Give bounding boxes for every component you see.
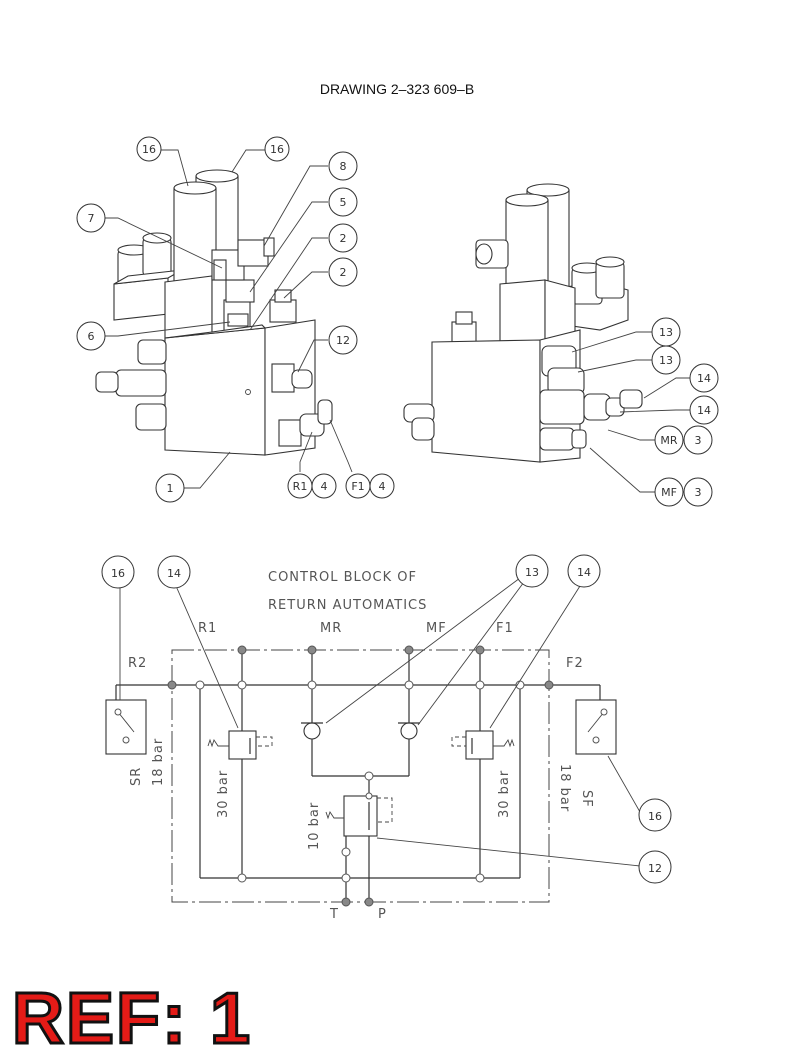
- schematic-callout-12-label: 12: [648, 862, 662, 875]
- left-isometric-view: [95, 169, 333, 456]
- callout-14-a-label: 14: [697, 372, 711, 385]
- callout-MF: [654, 477, 684, 507]
- schematic-callout-14-right-label: 14: [577, 566, 591, 579]
- callout-7-label: 7: [88, 212, 95, 225]
- port-R1-label: R1: [198, 621, 217, 636]
- port-R2-label: R2: [128, 656, 147, 671]
- callout-12-label: 12: [336, 334, 350, 347]
- callout-2-a-label: 2: [340, 232, 347, 245]
- callout-12: [328, 325, 358, 355]
- callout-7: [76, 203, 106, 233]
- callout-14-b-label: 14: [697, 404, 711, 417]
- pressure-30-bar-right: 30 bar: [497, 770, 512, 818]
- callout-2-b-label: 2: [340, 266, 347, 279]
- port-F2-label: F2: [566, 656, 584, 671]
- pressure-10-bar: 10 bar: [307, 802, 322, 850]
- callout-4-b-label: 4: [379, 480, 386, 493]
- right-callouts: 13 13 14 14 MR 3 MF 3: [651, 317, 719, 507]
- callout-4-b: [369, 473, 395, 499]
- callout-2-b: [328, 257, 358, 287]
- callout-3-a: [683, 425, 713, 455]
- pressure-18-bar-left: 18 bar: [151, 738, 166, 786]
- callout-1: [155, 473, 185, 503]
- callout-R1-label: R1: [293, 480, 308, 493]
- callout-8-label: 8: [340, 160, 347, 173]
- callout-MF-label: MF: [661, 486, 677, 499]
- schematic-callout-16-right-label: 16: [648, 810, 662, 823]
- callout-5: [328, 187, 358, 217]
- page-title: DRAWING 2–323 609–B: [319, 81, 475, 97]
- callout-16-b: [264, 136, 290, 162]
- callout-MR: [654, 425, 684, 455]
- port-T-label: T: [329, 907, 339, 922]
- schematic-callout-16-left-label: 16: [111, 567, 125, 580]
- schematic-callout-16-right: [638, 798, 672, 832]
- callout-14-b: [689, 395, 719, 425]
- callout-3-b: [683, 477, 713, 507]
- callout-13-a-label: 13: [659, 326, 673, 339]
- left-leader-lines: [102, 149, 353, 489]
- schematic-title-line1: CONTROL BLOCK OF: [268, 570, 417, 585]
- label-SF: SF: [579, 790, 594, 808]
- schematic-callout-14-left: [157, 555, 191, 589]
- schematic-callout-14-left-label: 14: [167, 567, 181, 580]
- callout-1-label: 1: [167, 482, 174, 495]
- schematic-callout-16-left: [101, 555, 135, 589]
- callout-13-b: [651, 345, 681, 375]
- callout-16-a-label: 16: [142, 143, 156, 156]
- callout-4-a-label: 4: [321, 480, 328, 493]
- port-P-label: P: [378, 907, 387, 922]
- schematic-callout-13: [515, 554, 549, 588]
- schematic-callout-12: [638, 850, 672, 884]
- left-callouts: 16 16 8 7 5 2 2 6 12 1 R1 4 F1 4: [76, 136, 395, 503]
- callout-16-a: [136, 136, 162, 162]
- pressure-18-bar-right: 18 bar: [557, 764, 572, 812]
- callout-5-label: 5: [340, 196, 347, 209]
- callout-3-a-label: 3: [695, 434, 702, 447]
- label-SR: SR: [129, 767, 144, 786]
- callout-13-b-label: 13: [659, 354, 673, 367]
- port-F1-label: F1: [496, 621, 514, 636]
- port-MF-label: MF: [426, 621, 447, 636]
- callout-16-b-label: 16: [270, 143, 284, 156]
- right-isometric-view: [403, 183, 643, 463]
- callout-8: [328, 151, 358, 181]
- callout-F1-label: F1: [351, 480, 364, 493]
- ref-label: REF: 1: [10, 979, 253, 1059]
- callout-MR-label: MR: [660, 434, 677, 447]
- right-leader-lines: [571, 331, 690, 493]
- hydraulic-schematic: CONTROL BLOCK OF RETURN AUTOMATICS R1 MR…: [101, 554, 672, 922]
- callout-14-a: [689, 363, 719, 393]
- pressure-30-bar-left: 30 bar: [216, 770, 231, 818]
- schematic-callout-14-right: [567, 554, 601, 588]
- callout-4-a: [311, 473, 337, 499]
- callout-6: [76, 321, 106, 351]
- callout-3-b-label: 3: [695, 486, 702, 499]
- callout-6-label: 6: [88, 330, 95, 343]
- callout-2-a: [328, 223, 358, 253]
- schematic-callout-13-label: 13: [525, 566, 539, 579]
- port-MR-label: MR: [320, 621, 342, 636]
- schematic-title-line2: RETURN AUTOMATICS: [268, 598, 427, 613]
